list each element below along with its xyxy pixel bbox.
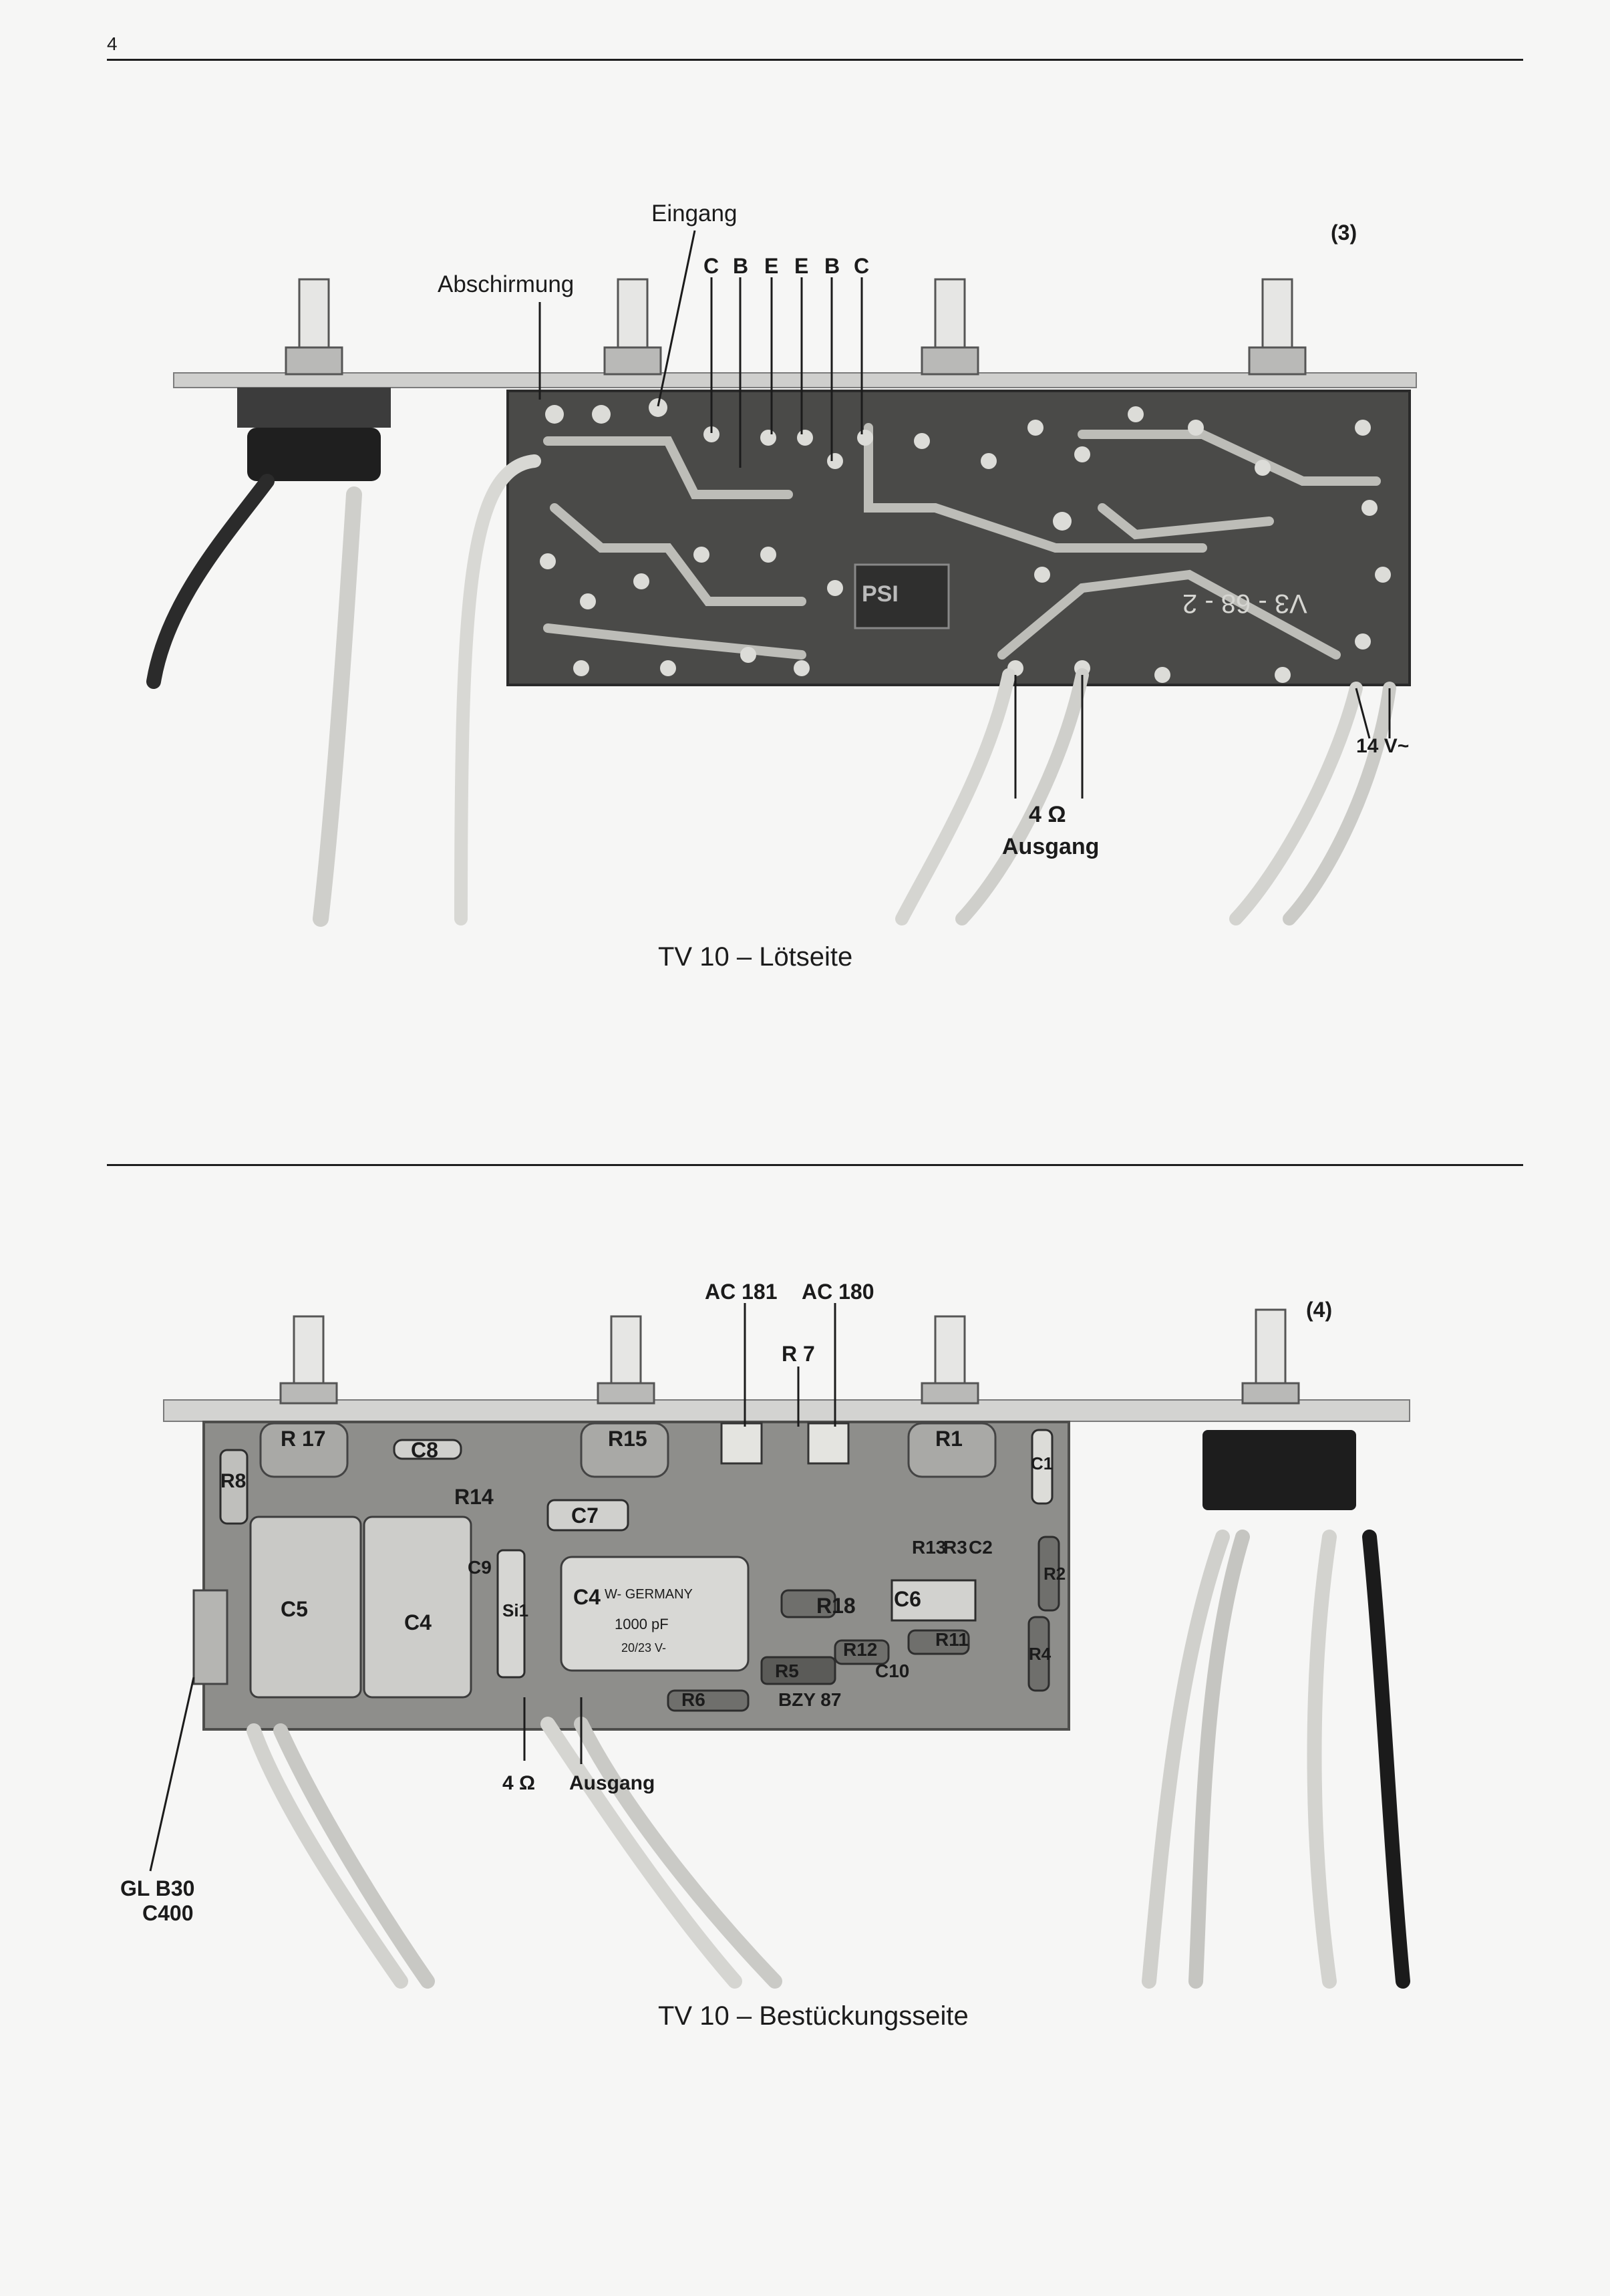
leader-lines (149, 1303, 836, 1872)
label-c5: C5 (281, 1597, 308, 1621)
mounting-bar (163, 1399, 1410, 1422)
label-r3: R3 (943, 1537, 967, 1558)
label-c8: C8 (411, 1438, 438, 1462)
leader-lines (538, 230, 1391, 799)
label-r11: R11 (935, 1629, 969, 1650)
label-c2: C2 (969, 1537, 993, 1558)
label-ac180: AC 180 (802, 1280, 874, 1304)
label-c9: C9 (468, 1557, 492, 1578)
label-si1: Si1 (502, 1600, 529, 1620)
pot-shafts (285, 278, 1307, 376)
label-c4-germany: W- GERMANY (605, 1587, 693, 1602)
mounting-bar (173, 372, 1417, 388)
label-r15: R15 (608, 1427, 647, 1451)
label-r12: R12 (843, 1639, 878, 1660)
label-r14: R14 (454, 1485, 494, 1509)
solder-pads (540, 398, 1391, 683)
transistor-ac181 (720, 1422, 763, 1465)
label-abschirmung: Abschirmung (438, 271, 575, 297)
capacitor-c4-electrolytic (363, 1516, 472, 1699)
pin-label-e1: E (764, 254, 779, 278)
label-r7: R 7 (782, 1342, 815, 1366)
label-4-ohm: 4 Ω (502, 1772, 536, 1794)
label-c10: C10 (875, 1661, 910, 1681)
label-ac181: AC 181 (705, 1280, 778, 1304)
middle-rule (107, 1164, 1523, 1166)
manufacturer-logo (854, 563, 950, 629)
din-socket (237, 388, 391, 481)
label-r13: R13 (912, 1537, 947, 1558)
pin-label-c1: C (703, 254, 719, 278)
caption-loetseite: TV 10 – Lötseite (658, 942, 853, 972)
pin-label-e2: E (794, 254, 809, 278)
label-eingang: Eingang (651, 200, 738, 227)
label-c1: C1 (1031, 1453, 1054, 1473)
label-ausgang: Ausgang (569, 1772, 655, 1794)
small-components (219, 1429, 1060, 1712)
transistor-ac180 (807, 1422, 850, 1465)
label-r4: R4 (1029, 1644, 1052, 1664)
caption-bestueckungsseite: TV 10 – Bestückungsseite (658, 2001, 969, 2031)
label-r18: R18 (816, 1594, 856, 1618)
top-rule (107, 59, 1523, 61)
pot-bodies (259, 1422, 997, 1478)
label-c6: C6 (894, 1587, 921, 1611)
pin-label-b2: B (824, 254, 840, 278)
pin-label-b1: B (733, 254, 749, 278)
mains-switch (1202, 1430, 1356, 1510)
label-r5: R5 (775, 1661, 799, 1681)
capacitor-c4-large (560, 1556, 750, 1672)
wires (247, 1530, 1410, 1989)
label-bzy87: BZY 87 (778, 1689, 842, 1710)
label-r6: R6 (681, 1689, 705, 1710)
rectifier-gl (192, 1589, 228, 1685)
label-4-ohm: 4 Ω (1029, 802, 1066, 827)
label-c7: C7 (571, 1503, 599, 1528)
label-r2: R2 (1043, 1564, 1066, 1584)
label-r8: R8 (220, 1470, 247, 1492)
label-c4-side: C4 (404, 1610, 432, 1634)
label-c4: C4 (573, 1585, 601, 1609)
page-number: 4 (107, 33, 118, 54)
label-r1: R1 (935, 1427, 963, 1451)
figure-ref-3: (3) (1331, 221, 1357, 245)
label-c4-voltage: 20/23 V- (621, 1641, 667, 1655)
wires (146, 454, 1396, 927)
copper-traces (543, 423, 1381, 660)
capacitor-c5 (249, 1516, 362, 1699)
pot-shafts (279, 1308, 1300, 1405)
label-c4-value: 1000 pF (615, 1616, 669, 1632)
pin-label-c2: C (854, 254, 870, 278)
label-c400: C400 (142, 1901, 194, 1925)
figure-ref-4: (4) (1306, 1298, 1333, 1322)
label-gl-b30: GL B30 (120, 1876, 195, 1900)
label-r17: R 17 (281, 1427, 326, 1451)
label-ausgang: Ausgang (1002, 834, 1100, 859)
logo-text: PSI (862, 581, 899, 607)
label-14v: 14 V~ (1356, 735, 1410, 757)
